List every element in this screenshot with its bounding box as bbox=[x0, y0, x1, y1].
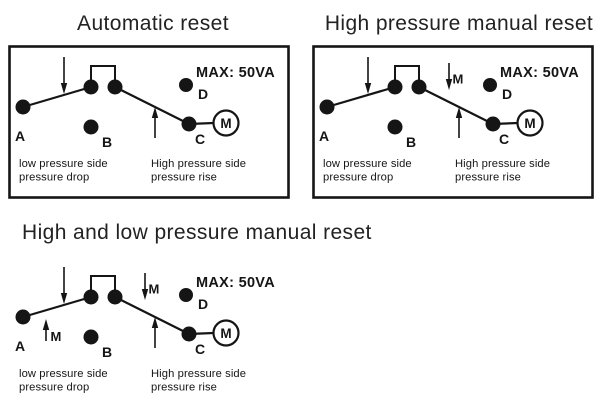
contact-dot-right bbox=[107, 79, 123, 95]
terminal-dot-d bbox=[179, 78, 193, 92]
terminal-label-b: B bbox=[102, 134, 112, 150]
motor-label: M bbox=[220, 326, 231, 341]
terminal-label-a: A bbox=[15, 338, 25, 354]
contact-arm-low bbox=[22, 295, 92, 319]
caption-high-side-line1: High pressure side bbox=[455, 158, 550, 170]
caption-low-side-line1: low pressure side bbox=[19, 368, 108, 380]
terminal-dot-b bbox=[387, 119, 403, 135]
motor-label: M bbox=[524, 116, 535, 131]
terminal-dot-c bbox=[181, 326, 197, 342]
diagram-title-high-and-low-pressure-manual-reset: High and low pressure manual reset bbox=[22, 221, 372, 244]
manual-reset-arrow-high-head bbox=[445, 79, 453, 90]
terminal-dot-d bbox=[179, 288, 193, 302]
max-rating-label: MAX: 50VA bbox=[196, 65, 275, 81]
contact-arm-high bbox=[114, 296, 190, 335]
terminal-label-a: A bbox=[319, 128, 329, 144]
contact-arm-high bbox=[114, 86, 190, 125]
manual-reset-arrow-low-head bbox=[42, 319, 50, 330]
caption-low-side-line1: low pressure side bbox=[19, 158, 108, 170]
caption-high-side-line1: High pressure side bbox=[151, 368, 246, 380]
terminal-label-d: D bbox=[502, 86, 512, 102]
motor-circle bbox=[516, 109, 544, 137]
pressure-rise-arrow-head bbox=[455, 107, 463, 118]
terminal-label-b: B bbox=[102, 344, 112, 360]
manual-reset-arrow-low bbox=[42, 319, 50, 341]
pressure-drop-arrow bbox=[60, 57, 68, 94]
terminal-label-c: C bbox=[195, 131, 205, 147]
terminal-label-b: B bbox=[406, 134, 416, 150]
pressure-rise-arrow-head bbox=[151, 107, 159, 118]
contact-arm-low bbox=[22, 85, 92, 109]
terminal-label-d: D bbox=[198, 86, 208, 102]
diagram-title-high-pressure-manual-reset: High pressure manual reset bbox=[324, 12, 594, 35]
diagram-title-automatic-reset: Automatic reset bbox=[77, 12, 229, 35]
terminal-dot-b bbox=[83, 329, 99, 345]
motor-label: M bbox=[220, 116, 231, 131]
pressure-rise-arrow-head bbox=[151, 317, 159, 328]
contact-dot-left bbox=[387, 79, 403, 95]
caption-high-side-line1: High pressure side bbox=[151, 158, 246, 170]
caption-low-side-line2: pressure drop bbox=[19, 382, 89, 394]
terminal-label-a: A bbox=[15, 128, 25, 144]
contact-arm-low bbox=[326, 85, 396, 109]
pressure-drop-arrow-head bbox=[60, 83, 68, 94]
caption-high-side-line2: pressure rise bbox=[455, 172, 521, 184]
diagram-border bbox=[312, 45, 594, 199]
motor-circle bbox=[212, 109, 240, 137]
contact-dot-left bbox=[83, 79, 99, 95]
pressure-drop-arrow-head bbox=[364, 83, 372, 94]
pressure-rise-arrow bbox=[151, 317, 159, 348]
pressure-rise-arrow bbox=[455, 107, 463, 138]
high-and-low-pressure-manual-reset-circuit-diagram: M M M A B C D MAX: 50VA low pressure side pressur… bbox=[15, 267, 275, 394]
jumper-bridge bbox=[90, 65, 116, 87]
jumper-bridge bbox=[90, 275, 116, 297]
caption-high-side-line2: pressure rise bbox=[151, 172, 217, 184]
terminal-label-c: C bbox=[499, 131, 509, 147]
manual-reset-arrow-high bbox=[141, 273, 149, 300]
diagram-border bbox=[8, 45, 290, 199]
terminal-dot-a bbox=[15, 309, 31, 325]
caption-low-side-line2: pressure drop bbox=[19, 172, 89, 184]
caption-low-side-line2: pressure drop bbox=[323, 172, 393, 184]
terminal-label-d: D bbox=[198, 296, 208, 312]
caption-high-side-line2: pressure rise bbox=[151, 382, 217, 394]
contact-dot-left bbox=[83, 289, 99, 305]
manual-reset-label-high: M bbox=[149, 282, 160, 297]
pressure-drop-arrow bbox=[60, 267, 68, 304]
motor-circle bbox=[212, 319, 240, 347]
terminal-dot-d bbox=[483, 78, 497, 92]
manual-reset-label-low: M bbox=[51, 329, 62, 344]
jumper-bridge bbox=[394, 65, 420, 87]
terminal-dot-a bbox=[319, 99, 335, 115]
terminal-dot-a bbox=[15, 99, 31, 115]
manual-reset-arrow-high bbox=[445, 63, 453, 90]
automatic-reset-circuit-diagram: M A B C D MAX: 50VA low pressure side pressure … bbox=[8, 45, 290, 199]
contact-dot-right bbox=[107, 289, 123, 305]
terminal-label-c: C bbox=[195, 341, 205, 357]
pressure-drop-arrow bbox=[364, 57, 372, 94]
contact-arm-high bbox=[418, 86, 494, 125]
manual-reset-arrow-high-head bbox=[141, 289, 149, 300]
max-rating-label: MAX: 50VA bbox=[500, 65, 579, 81]
terminal-dot-c bbox=[485, 116, 501, 132]
high-pressure-manual-reset-circuit-diagram: M M A B C D MAX: 50VA low pressure side pressure… bbox=[312, 45, 594, 199]
pressure-rise-arrow bbox=[151, 107, 159, 138]
caption-low-side-line1: low pressure side bbox=[323, 158, 412, 170]
pressure-drop-arrow-head bbox=[60, 293, 68, 304]
terminal-dot-c bbox=[181, 116, 197, 132]
terminal-dot-b bbox=[83, 119, 99, 135]
manual-reset-label-high: M bbox=[453, 72, 464, 87]
contact-dot-right bbox=[411, 79, 427, 95]
max-rating-label: MAX: 50VA bbox=[196, 275, 275, 291]
